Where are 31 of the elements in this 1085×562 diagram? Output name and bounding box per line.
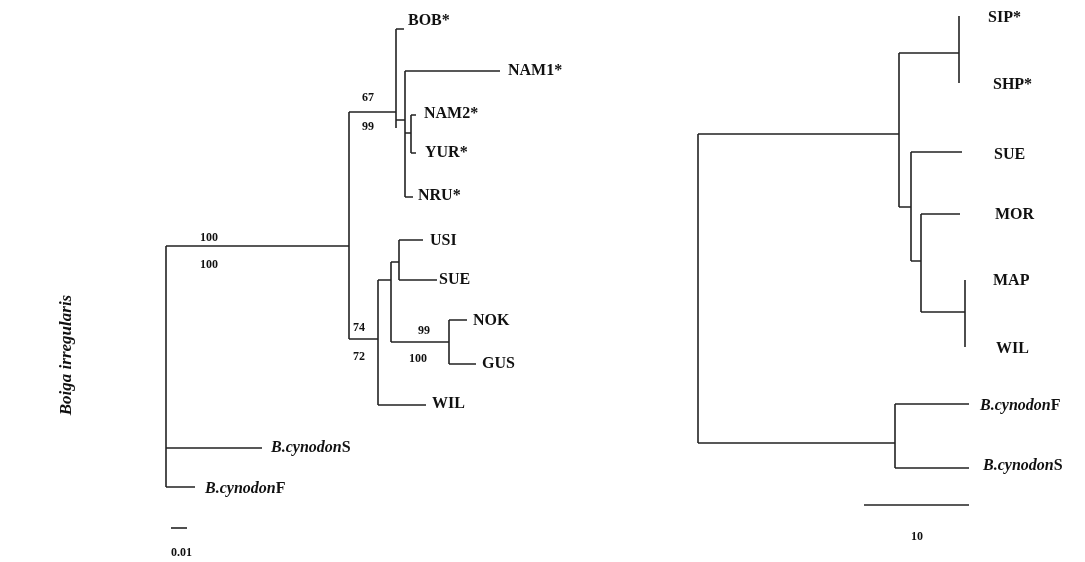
bootstrap-value: 99 <box>418 324 430 336</box>
bootstrap-value: 67 <box>362 91 374 103</box>
taxon-label: USI <box>430 232 457 248</box>
scale-value: 0.01 <box>171 546 192 558</box>
bootstrap-value: 99 <box>362 120 374 132</box>
bootstrap-value: 100 <box>200 258 218 270</box>
scale-value: 10 <box>911 530 923 542</box>
taxon-label: WIL <box>432 395 465 411</box>
taxon-label: B.cynodonF <box>980 397 1061 413</box>
taxon-label: WIL <box>996 340 1029 356</box>
taxon-label: B.cynodonF <box>205 480 286 496</box>
taxon-label: NAM1* <box>508 62 563 78</box>
taxon-label: GUS <box>482 355 515 371</box>
axis-title: Boiga irregularis <box>56 294 74 416</box>
taxon-label: SIP* <box>988 9 1021 25</box>
taxon-label: YUR* <box>425 144 468 160</box>
bootstrap-value: 74 <box>353 321 365 333</box>
taxon-label: SHP* <box>993 76 1033 92</box>
taxon-label: NOK <box>473 312 510 328</box>
taxon-label: B.cynodonS <box>271 439 351 455</box>
taxon-label: SUE <box>439 271 471 287</box>
bootstrap-value: 100 <box>409 352 427 364</box>
bootstrap-value: 72 <box>353 350 365 362</box>
taxon-label: B.cynodonS <box>983 457 1063 473</box>
taxon-label: MAP <box>993 272 1030 288</box>
taxon-label: NAM2* <box>424 105 479 121</box>
bootstrap-value: 100 <box>200 231 218 243</box>
taxon-label: MOR <box>995 206 1035 222</box>
taxon-label: SUE <box>994 146 1026 162</box>
taxon-label: BOB* <box>408 12 450 28</box>
taxon-label: NRU* <box>418 187 461 203</box>
